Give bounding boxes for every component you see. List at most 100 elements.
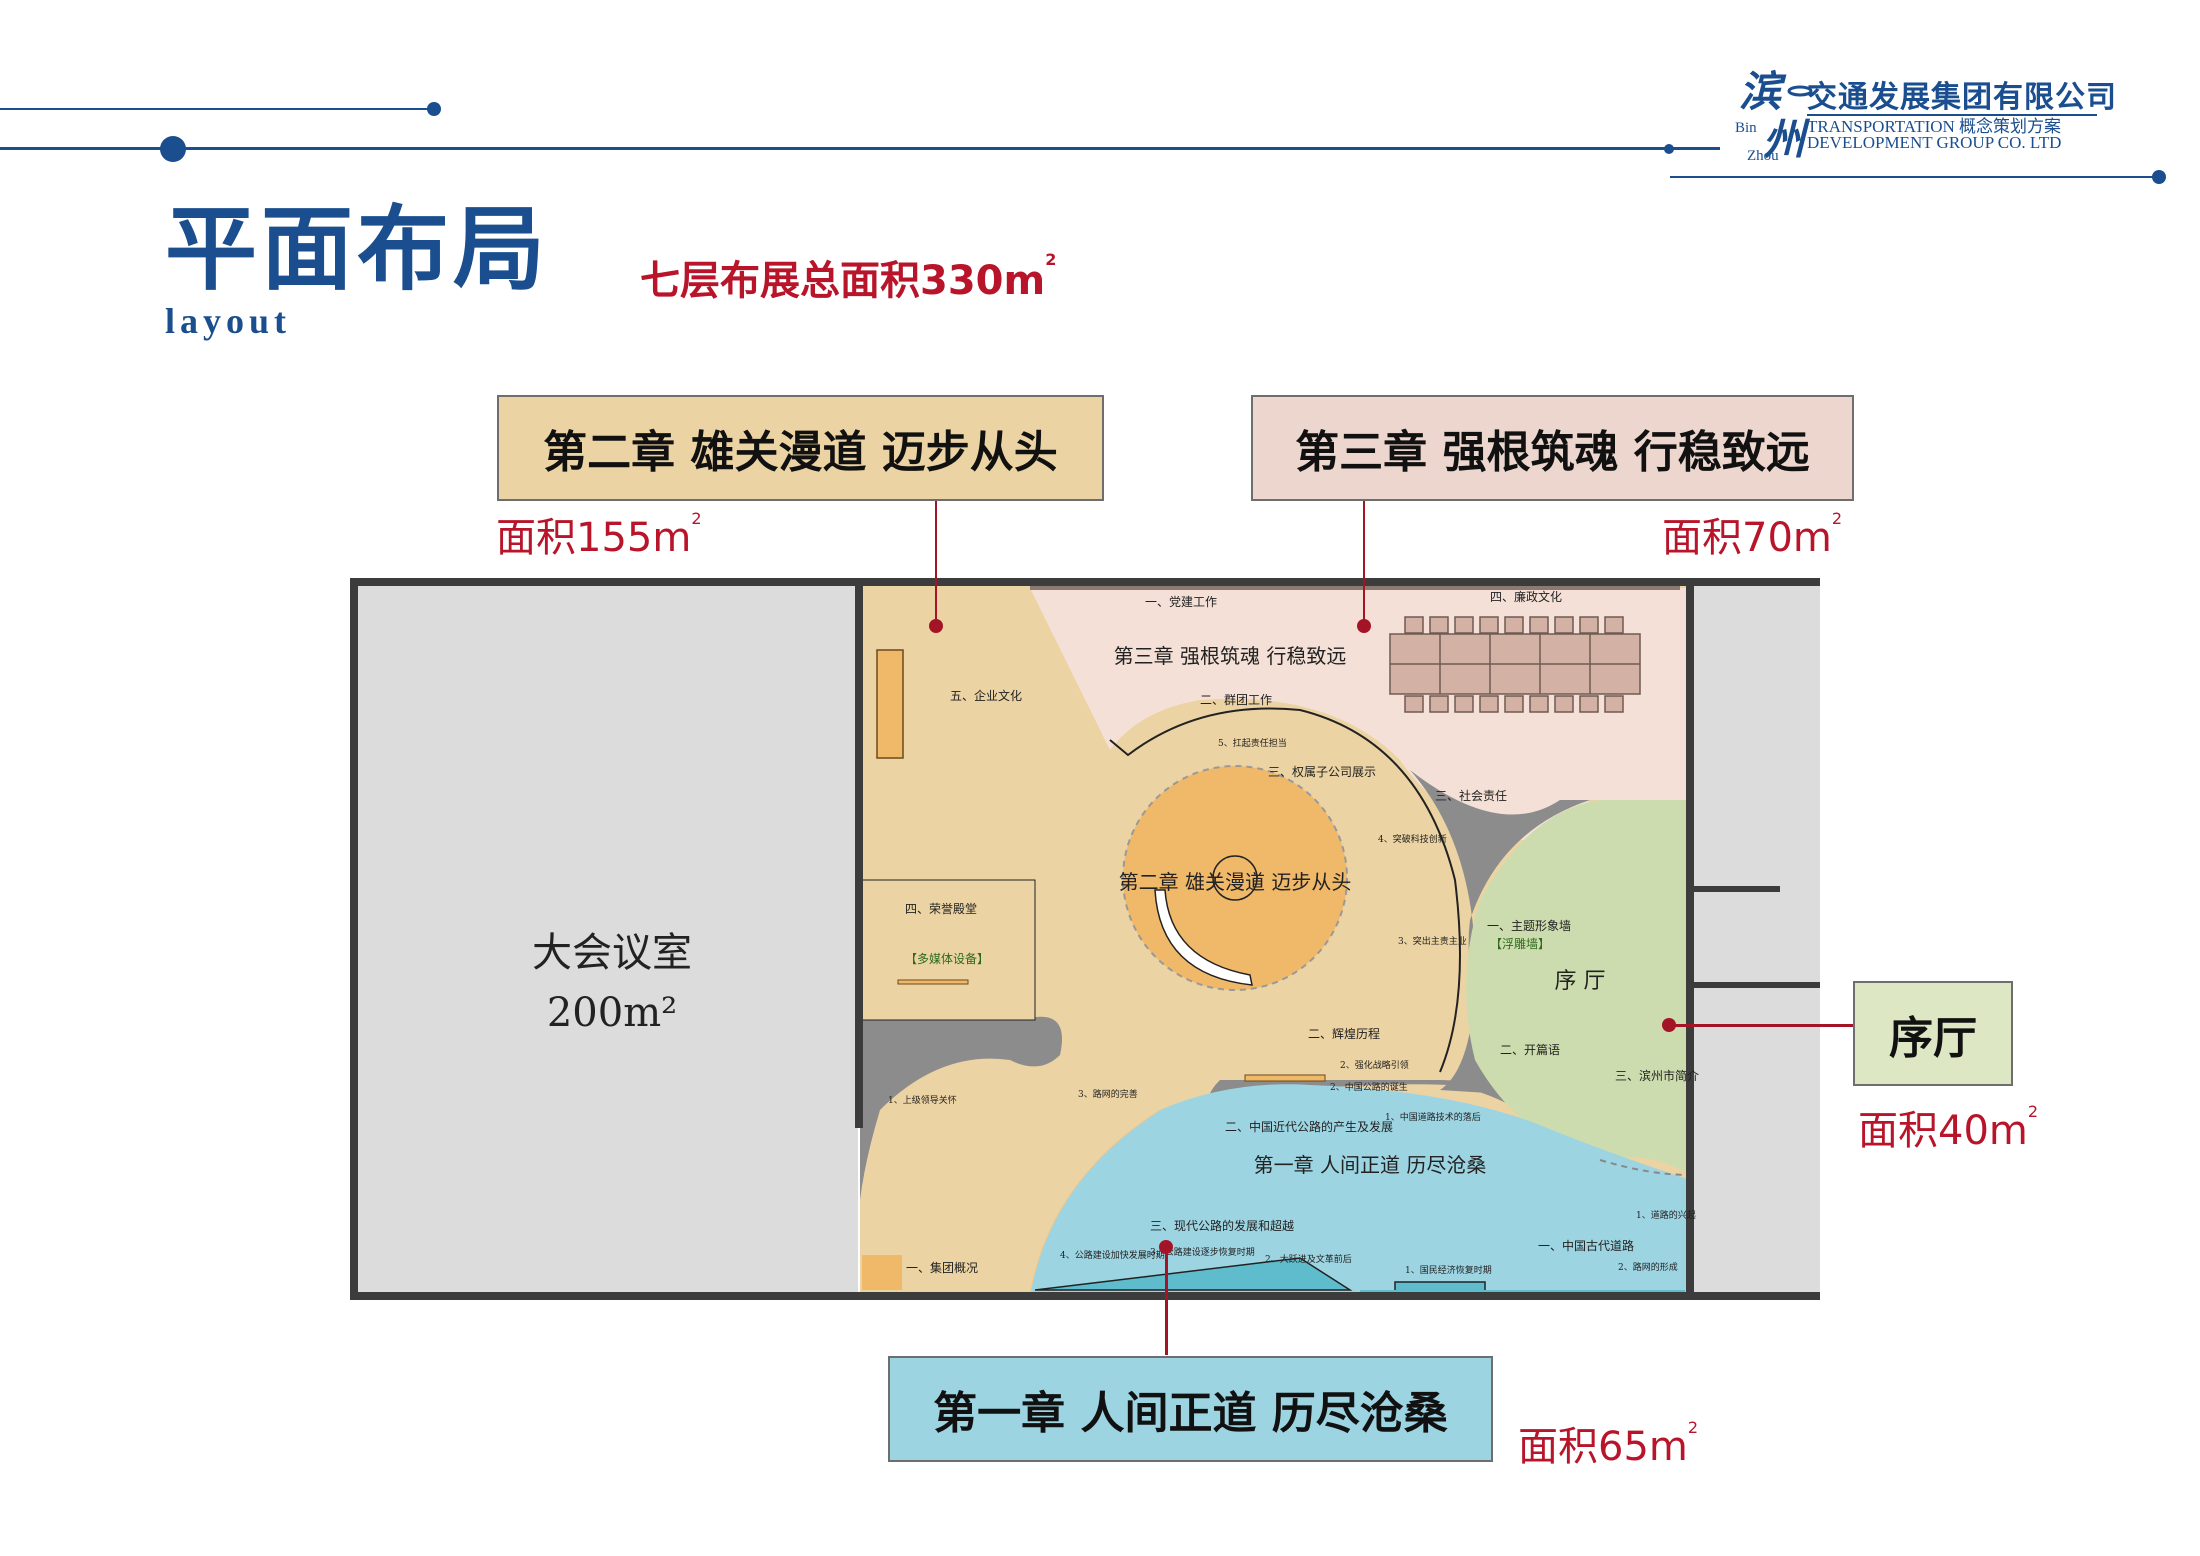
meeting-room-area-text: 200m² xyxy=(547,990,677,1036)
page-subtitle: layout xyxy=(165,301,292,341)
svg-text:1、道路的兴起: 1、道路的兴起 xyxy=(1636,1209,1696,1221)
chapter2-callout: 第二章 雄关漫道 迈步从头 xyxy=(497,395,1104,501)
logo-char-zhou: 州 xyxy=(1763,115,1806,164)
svg-text:3、路网的完善: 3、路网的完善 xyxy=(1078,1088,1138,1100)
plan-labels: 大会议室 200m² 第二章 雄关漫道 迈步从头 第三章 强根筑魂 行稳致远 第… xyxy=(532,589,1699,1276)
svg-text:2、路网的形成: 2、路网的形成 xyxy=(1618,1261,1678,1273)
svg-text:3、突出主责主业: 3、突出主责主业 xyxy=(1398,935,1467,947)
multimedia-screen xyxy=(897,979,969,985)
svg-text:4、突破科技创新: 4、突破科技创新 xyxy=(1378,833,1447,845)
svg-text:一、主题形象墙: 一、主题形象墙 xyxy=(1487,919,1571,933)
total-area-label: 七层布展总面积330m2 xyxy=(640,248,1056,306)
header-dot-right xyxy=(1664,144,1674,154)
lobby-dashed-boundary xyxy=(1599,1159,1691,1176)
chapter1-leader-line xyxy=(1165,1245,1168,1355)
chapter2-boundary xyxy=(1109,707,1461,1073)
chapter2-area-sup: 2 xyxy=(691,509,702,528)
chapter3-area-label: 面积70m2 xyxy=(1662,505,1842,563)
lobby-callout: 序厅 xyxy=(1853,981,2013,1086)
svg-text:2、大跃进及文革前后: 2、大跃进及文革前后 xyxy=(1265,1253,1352,1265)
right-corridor xyxy=(1690,580,1820,1298)
svg-text:1、国民经济恢复时期: 1、国民经济恢复时期 xyxy=(1405,1264,1492,1276)
chapter1-area-text: 面积65m xyxy=(1518,1424,1688,1470)
total-area-sup: 2 xyxy=(1045,250,1057,269)
svg-text:1、上级领导关怀: 1、上级领导关怀 xyxy=(888,1094,957,1106)
logo-line-dot xyxy=(2152,170,2166,184)
logo-en-zhou: Zhou xyxy=(1747,148,1779,164)
chapter1-plan-title: 第一章 人间正道 历尽沧桑 xyxy=(1254,1153,1487,1177)
timeline-panel xyxy=(1244,1074,1326,1082)
svg-text:二、群团工作: 二、群团工作 xyxy=(1200,693,1272,707)
chapter3-window xyxy=(1030,586,1680,590)
chapter1-callout: 第一章 人间正道 历尽沧桑 xyxy=(888,1356,1493,1462)
outer-wall-top xyxy=(350,578,1820,586)
svg-text:一、集团概况: 一、集团概况 xyxy=(906,1260,978,1275)
chapter3-area-sup: 2 xyxy=(1831,509,1843,528)
svg-text:【多媒体设备】: 【多媒体设备】 xyxy=(905,952,989,966)
svg-text:一、中国古代道路: 一、中国古代道路 xyxy=(1538,1238,1634,1253)
partition-left xyxy=(860,1016,1062,1200)
lobby-area xyxy=(1466,800,1690,1175)
corridor-wall-1 xyxy=(1690,886,1780,892)
corridor-wall-2 xyxy=(1690,982,1820,988)
svg-text:4、公路建设加快发展时期: 4、公路建设加快发展时期 xyxy=(1060,1249,1165,1261)
chapter3-area-text: 面积70m xyxy=(1662,515,1832,561)
logo-divider xyxy=(1807,114,2097,116)
svg-text:5、扛起责任担当: 5、扛起责任担当 xyxy=(1218,737,1287,749)
header-dot-large xyxy=(160,136,186,162)
company-name-cn: 交通发展集团有限公司 xyxy=(1807,80,2117,115)
svg-text:四、荣誉殿堂: 四、荣誉殿堂 xyxy=(905,902,977,916)
svg-text:二、辉煌历程: 二、辉煌历程 xyxy=(1308,1026,1380,1041)
outer-wall-left xyxy=(350,578,358,1300)
chapter2-leader-line xyxy=(935,501,937,626)
chapter1-boundary xyxy=(1029,1109,1161,1296)
chapter3-callout-title: 第三章 强根筑魂 行稳致远 xyxy=(1295,427,1810,478)
company-name-en-1: TRANSPORTATION 概念策划方案 xyxy=(1807,117,2062,136)
page-title: 平面布局 xyxy=(165,196,550,303)
conference-table xyxy=(1389,616,1641,713)
culture-panel xyxy=(876,649,904,759)
svg-text:三、滨州市简介: 三、滨州市简介 xyxy=(1615,1068,1699,1083)
svg-text:四、廉政文化: 四、廉政文化 xyxy=(1490,589,1562,604)
svg-text:三、现代公路的发展和超越: 三、现代公路的发展和超越 xyxy=(1150,1218,1294,1233)
svg-text:三、社会责任: 三、社会责任 xyxy=(1435,788,1507,803)
total-area-text: 七层布展总面积330m xyxy=(640,258,1046,304)
outer-wall-bottom xyxy=(350,1292,1820,1300)
inner-wall-right xyxy=(1686,578,1694,1300)
header-dot-small xyxy=(427,102,441,116)
lobby-area-sup: 2 xyxy=(2027,1102,2039,1121)
svg-text:二、中国近代公路的产生及发展: 二、中国近代公路的产生及发展 xyxy=(1225,1119,1393,1134)
svg-text:2、强化战略引领: 2、强化战略引领 xyxy=(1340,1059,1409,1071)
logo-en-bin: Bin xyxy=(1735,120,1757,136)
svg-text:2、中国公路的诞生: 2、中国公路的诞生 xyxy=(1330,1081,1408,1093)
chapter1-area-sup: 2 xyxy=(1687,1418,1699,1437)
svg-text:二、开篇语: 二、开篇语 xyxy=(1500,1042,1560,1057)
meeting-room-name: 大会议室 xyxy=(532,930,692,976)
chapter1-area-label: 面积65m2 xyxy=(1518,1414,1698,1472)
chapter1-leader-dot xyxy=(1159,1240,1173,1254)
header-line-main xyxy=(0,147,1720,150)
swoosh-icon xyxy=(1787,85,1813,97)
svg-text:1、中国道路技术的落后: 1、中国道路技术的落后 xyxy=(1385,1111,1481,1123)
chapter1-callout-title: 第一章 人间正道 历尽沧桑 xyxy=(933,1388,1448,1439)
chapter3-callout: 第三章 强根筑魂 行稳致远 xyxy=(1251,395,1854,501)
chapter2-area-text: 面积155m xyxy=(496,515,692,561)
chapter3-leader-line xyxy=(1363,501,1365,626)
chapter2-area-label: 面积155m2 xyxy=(496,505,702,563)
logo-char-bin: 滨 xyxy=(1739,67,1782,116)
svg-text:3、公路建设逐步恢复时期: 3、公路建设逐步恢复时期 xyxy=(1150,1246,1255,1258)
chapter2-plan-title: 第二章 雄关漫道 迈步从头 xyxy=(1119,870,1352,894)
lobby-leader-line xyxy=(1672,1024,1854,1027)
lobby-area-label: 面积40m2 xyxy=(1858,1098,2038,1156)
company-name-en-2: DEVELOPMENT GROUP CO. LTD xyxy=(1807,133,2062,152)
svg-text:三、权属子公司展示: 三、权属子公司展示 xyxy=(1268,765,1376,779)
chapter2-core-inner xyxy=(1212,855,1258,901)
svg-text:五、企业文化: 五、企业文化 xyxy=(950,688,1022,703)
chapter2-callout-title: 第二章 雄关漫道 迈步从头 xyxy=(543,427,1058,478)
chapter2-curved-wall xyxy=(1154,889,1253,986)
inner-wall-left xyxy=(855,578,863,1128)
honor-hall xyxy=(859,879,1036,1021)
lobby-area-text: 面积40m xyxy=(1858,1108,2028,1154)
lobby-leader-dot xyxy=(1662,1018,1676,1032)
entrance-panel xyxy=(862,1255,902,1290)
